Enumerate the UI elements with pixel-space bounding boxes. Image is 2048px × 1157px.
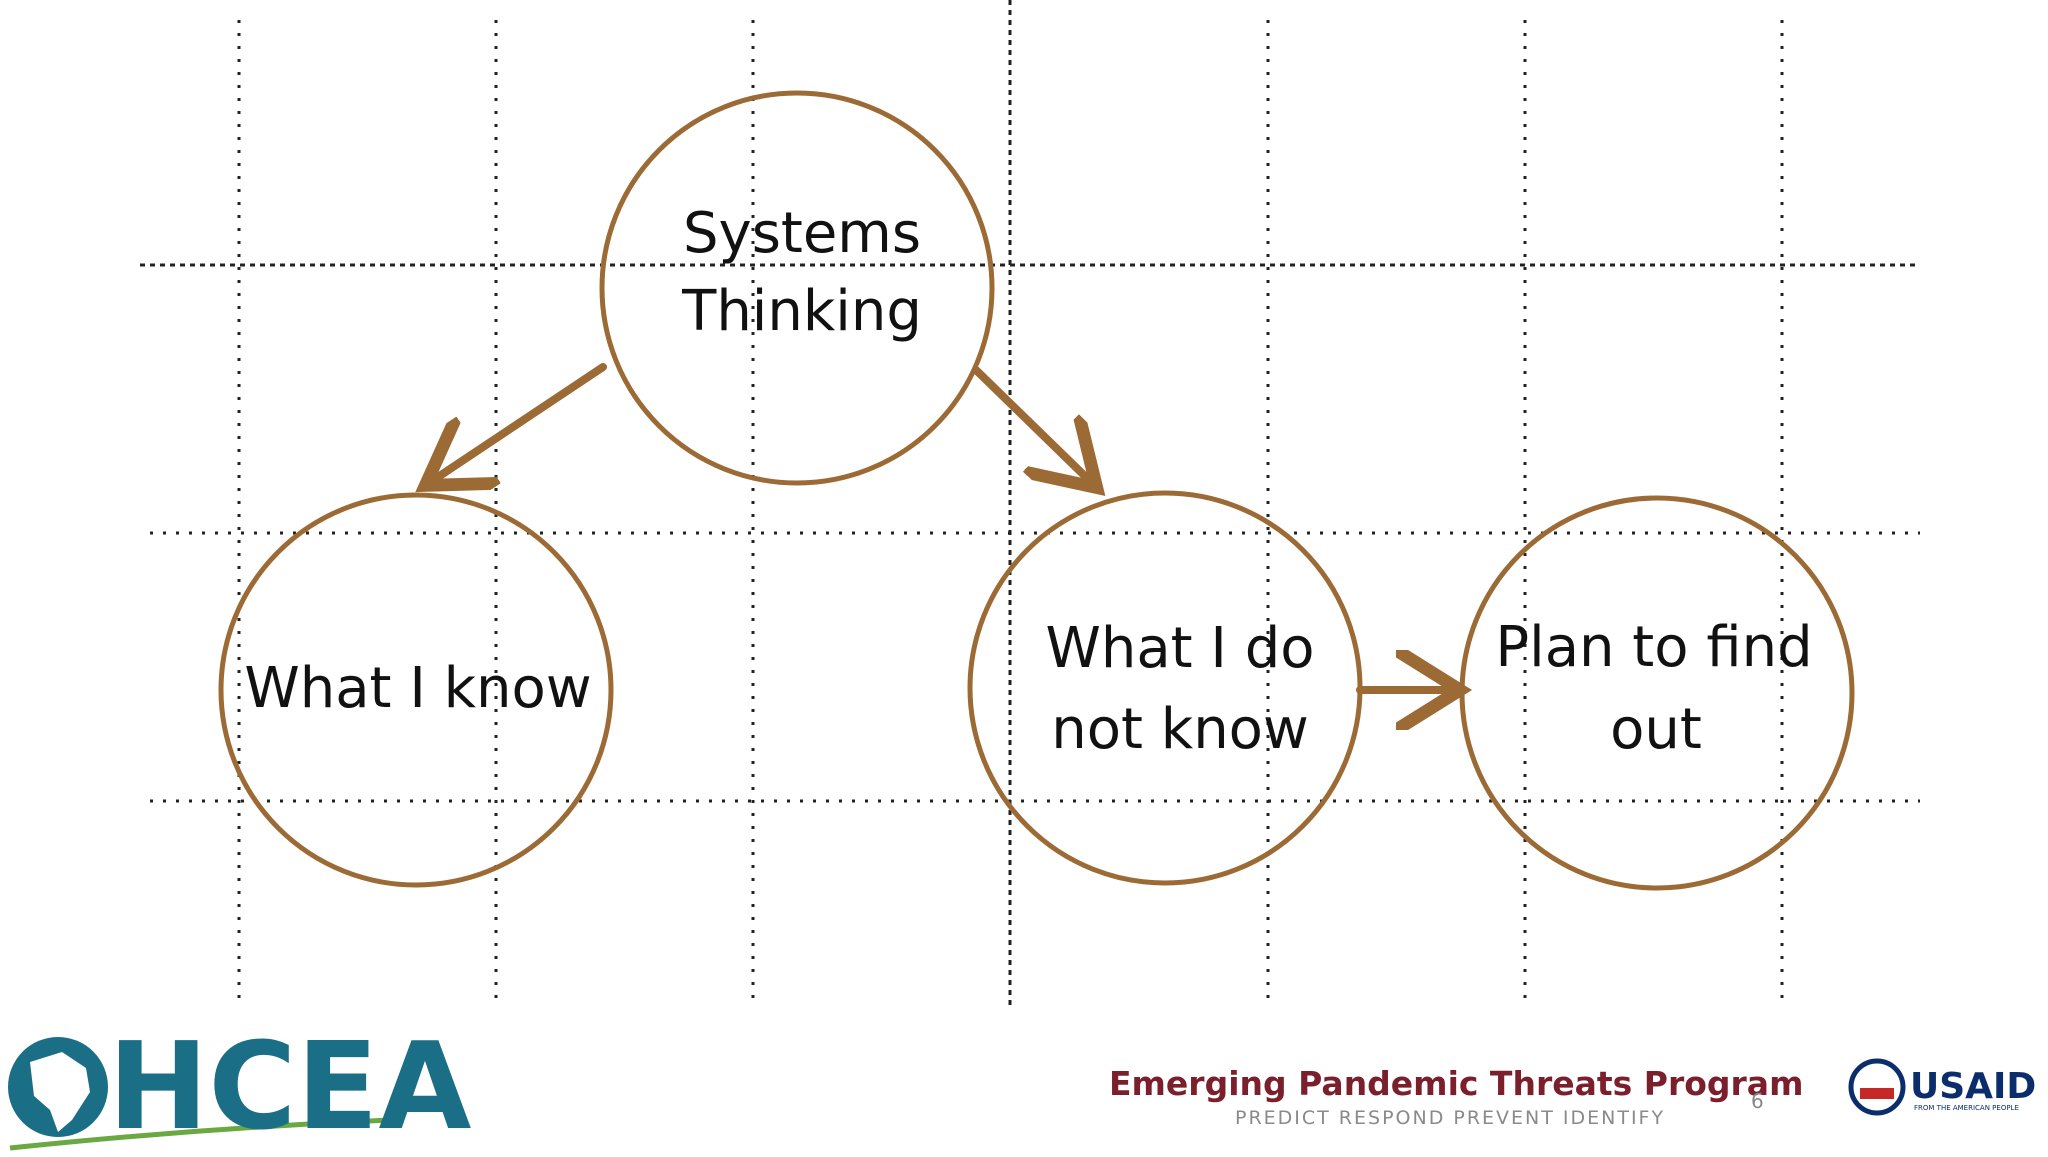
usaid-logo-text: USAID bbox=[1910, 1066, 2036, 1107]
node-label-line: What I do bbox=[1045, 616, 1314, 681]
node-label-line: Systems bbox=[683, 201, 921, 266]
node-what-i-do-not-know: What I do not know bbox=[967, 490, 1363, 886]
svg-text:What I know: What I know bbox=[244, 656, 591, 721]
svg-text:Thinking: Thinking bbox=[681, 279, 922, 344]
node-label-line: out bbox=[1610, 697, 1702, 762]
diagram-edges bbox=[432, 363, 1452, 690]
logo-swoosh-icon bbox=[9, 1117, 393, 1151]
node-label-line: Plan to find bbox=[1495, 615, 1812, 680]
africa-continent-icon bbox=[30, 1052, 90, 1132]
background-grid bbox=[140, 0, 1920, 1005]
node-circle bbox=[218, 492, 614, 888]
usaid-seal-stripe-icon bbox=[1860, 1088, 1894, 1099]
usaid-tagline: FROM THE AMERICAN PEOPLE bbox=[1914, 1104, 2019, 1112]
node-label-line: Thinking bbox=[681, 279, 922, 344]
svg-text:Systems: Systems bbox=[683, 201, 921, 266]
edge-systems-to-not-know bbox=[972, 366, 1091, 482]
program-banner: Emerging Pandemic Threats Program PREDIC… bbox=[1109, 1064, 1803, 1129]
node-label-line: not know bbox=[1051, 697, 1309, 762]
node-circle bbox=[599, 90, 995, 486]
svg-text:out: out bbox=[1610, 697, 1702, 762]
node-circle bbox=[967, 490, 1363, 886]
svg-text:Plan to find: Plan to find bbox=[1495, 615, 1812, 680]
node-circle bbox=[1459, 495, 1855, 891]
program-title: Emerging Pandemic Threats Program bbox=[1109, 1064, 1803, 1103]
svg-text:not know: not know bbox=[1051, 697, 1309, 762]
hcea-logo-text: HCEA bbox=[108, 1018, 471, 1152]
node-plan-to-find-out: Plan to find out bbox=[1459, 495, 1855, 891]
hcea-logo: HCEA bbox=[8, 1018, 471, 1157]
node-what-i-know: What I know bbox=[218, 492, 614, 888]
program-subtitle: PREDICT RESPOND PREVENT IDENTIFY bbox=[1235, 1107, 1665, 1129]
page-number: 6 bbox=[1751, 1089, 1764, 1113]
node-label-line: What I know bbox=[244, 656, 591, 721]
svg-text:What I do: What I do bbox=[1045, 616, 1314, 681]
usaid-seal-icon bbox=[1848, 1058, 1906, 1116]
edge-systems-to-know bbox=[432, 363, 607, 481]
node-systems-thinking: Systems Thinking bbox=[599, 90, 995, 486]
usaid-logo: USAID FROM THE AMERICAN PEOPLE bbox=[1848, 1058, 2036, 1116]
